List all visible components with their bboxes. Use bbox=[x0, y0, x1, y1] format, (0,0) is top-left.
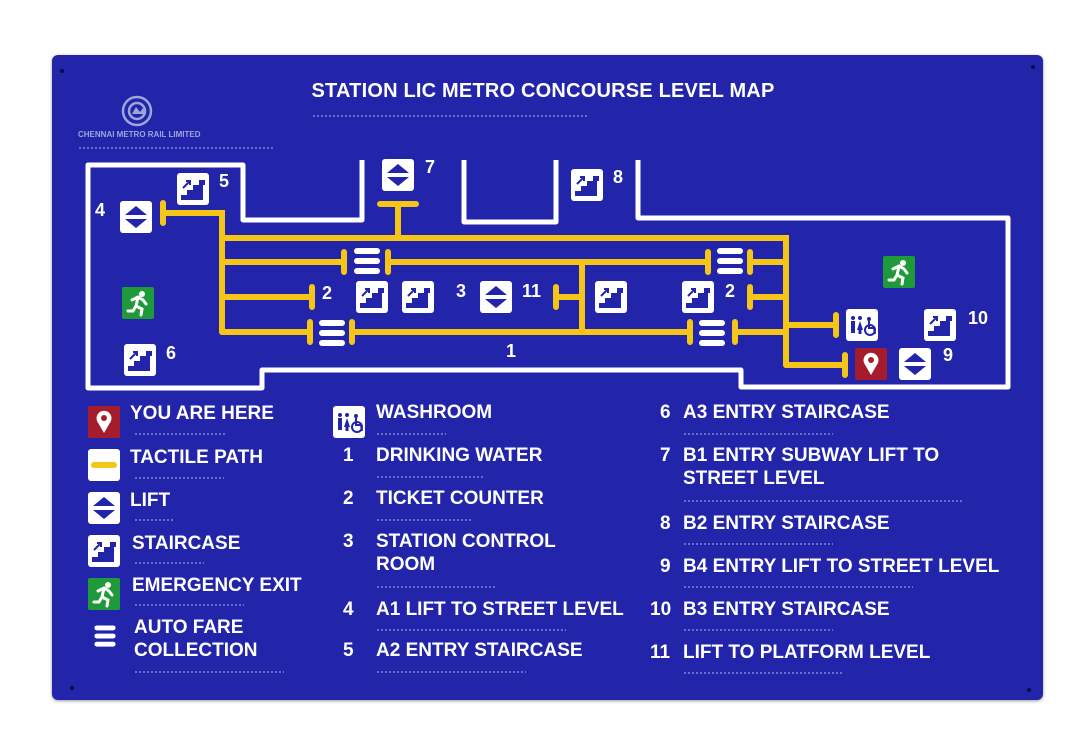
legend-number: 8 bbox=[660, 513, 671, 534]
legend-lift: LIFT bbox=[130, 490, 171, 511]
legend-number: 2 bbox=[343, 488, 354, 509]
legend-tactile-path: TACTILE PATH bbox=[130, 447, 263, 468]
braille-text bbox=[683, 499, 963, 503]
map-label-5: 5 bbox=[219, 171, 230, 191]
map-label-10: 10 bbox=[968, 308, 989, 328]
legend-you-are-here: YOU ARE HERE bbox=[130, 403, 274, 424]
map-label-7: 7 bbox=[425, 157, 436, 177]
auto-fare-collection-icon bbox=[714, 245, 746, 277]
staircase-icon bbox=[571, 169, 603, 201]
staircase-icon bbox=[682, 281, 714, 313]
legend-a1-lift: A1 LIFT TO STREET LEVEL bbox=[376, 599, 624, 620]
legend-auto-fare: AUTO FARE bbox=[134, 617, 244, 638]
braille-text bbox=[376, 518, 472, 522]
map-label-2: 2 bbox=[725, 281, 736, 301]
legend-number: 7 bbox=[660, 445, 671, 466]
braille-text bbox=[683, 628, 833, 632]
braille-text bbox=[376, 628, 566, 632]
location-pin-icon bbox=[88, 406, 120, 438]
legend-number: 9 bbox=[660, 556, 671, 577]
legend-staircase: STAIRCASE bbox=[132, 533, 241, 554]
legend-b3-staircase: B3 ENTRY STAIRCASE bbox=[683, 599, 890, 620]
map-label-9: 9 bbox=[943, 345, 954, 365]
washroom-icon bbox=[333, 406, 365, 438]
you-are-here-pin-icon bbox=[855, 348, 887, 380]
braille-text bbox=[683, 671, 843, 675]
concourse-outline bbox=[85, 160, 1011, 391]
braille-text bbox=[134, 670, 284, 674]
braille-text bbox=[376, 585, 496, 589]
braille-text bbox=[376, 475, 484, 479]
map-title: STATION LIC METRO CONCOURSE LEVEL MAP bbox=[311, 80, 775, 102]
map-label-6: 6 bbox=[166, 343, 177, 363]
staircase-icon bbox=[88, 535, 120, 567]
lift-icon bbox=[382, 159, 414, 191]
auto-fare-collection-icon bbox=[92, 622, 118, 650]
legend-drinking-water: DRINKING WATER bbox=[376, 445, 543, 466]
tactile-paths bbox=[160, 200, 848, 378]
braille-text bbox=[683, 432, 833, 436]
staircase-icon bbox=[356, 281, 388, 313]
braille-text bbox=[134, 518, 174, 522]
braille-text bbox=[683, 585, 913, 589]
legend-street-level: STREET LEVEL bbox=[683, 468, 825, 489]
legend-b1-subway-lift: B1 ENTRY SUBWAY LIFT TO bbox=[683, 445, 940, 466]
braille-text bbox=[134, 603, 244, 607]
cmrl-logo: CHENNAI METRO RAIL LIMITED bbox=[78, 94, 201, 139]
legend-washroom: WASHROOM bbox=[376, 402, 493, 423]
legend-ticket-counter: TICKET COUNTER bbox=[376, 488, 544, 509]
legend-b2-staircase: B2 ENTRY STAIRCASE bbox=[683, 513, 890, 534]
staircase-icon bbox=[124, 344, 156, 376]
auto-fare-collection-icon bbox=[351, 245, 383, 277]
legend-number: 11 bbox=[650, 642, 671, 663]
cmrl-logo-icon bbox=[121, 95, 153, 127]
legend-a3-staircase: A3 ENTRY STAIRCASE bbox=[683, 402, 890, 423]
staircase-icon bbox=[177, 173, 209, 205]
legend-number: 1 bbox=[343, 445, 354, 466]
braille-text bbox=[134, 561, 204, 565]
legend-number: 10 bbox=[650, 599, 672, 620]
emergency-exit-icon bbox=[88, 578, 120, 610]
map-label-2: 2 bbox=[322, 283, 333, 303]
legend-number: 4 bbox=[343, 599, 354, 620]
auto-fare-collection-icon bbox=[696, 317, 728, 349]
legend-number: 3 bbox=[343, 531, 354, 552]
legend-emergency-exit: EMERGENCY EXIT bbox=[132, 575, 302, 596]
legend-station-control: STATION CONTROL bbox=[376, 531, 556, 552]
map-label-1: 1 bbox=[506, 341, 517, 361]
emergency-exit-icon bbox=[122, 287, 154, 319]
braille-text bbox=[376, 670, 526, 674]
braille-text bbox=[376, 432, 446, 436]
map-label-4: 4 bbox=[95, 200, 106, 220]
map-label-8: 8 bbox=[613, 167, 624, 187]
title-braille bbox=[312, 114, 587, 118]
braille-text bbox=[134, 476, 224, 480]
tactile-path-icon bbox=[88, 449, 120, 481]
staircase-icon bbox=[595, 281, 627, 313]
legend-number: 5 bbox=[343, 640, 354, 661]
lift-icon bbox=[120, 201, 152, 233]
map-label-3: 3 bbox=[456, 281, 467, 301]
emergency-exit-icon bbox=[883, 256, 915, 288]
washroom-icon bbox=[846, 309, 878, 341]
legend-lift-to-platform: LIFT TO PLATFORM LEVEL bbox=[683, 642, 931, 663]
logo-braille bbox=[78, 146, 273, 150]
logo-text: CHENNAI METRO RAIL LIMITED bbox=[78, 130, 201, 139]
lift-icon bbox=[88, 492, 120, 524]
auto-fare-collection-icon bbox=[316, 317, 348, 349]
staircase-icon bbox=[924, 309, 956, 341]
staircase-icon bbox=[402, 281, 434, 313]
braille-text bbox=[134, 432, 226, 436]
lift-icon bbox=[480, 281, 512, 313]
map-label-11: 11 bbox=[522, 281, 542, 301]
legend-b4-lift: B4 ENTRY LIFT TO STREET LEVEL bbox=[683, 556, 1000, 577]
lift-icon bbox=[899, 348, 931, 380]
legend-number: 6 bbox=[660, 402, 671, 423]
braille-text bbox=[683, 542, 833, 546]
legend-collection: COLLECTION bbox=[134, 640, 258, 661]
legend-room: ROOM bbox=[376, 554, 436, 575]
legend-a2-staircase: A2 ENTRY STAIRCASE bbox=[376, 640, 583, 661]
